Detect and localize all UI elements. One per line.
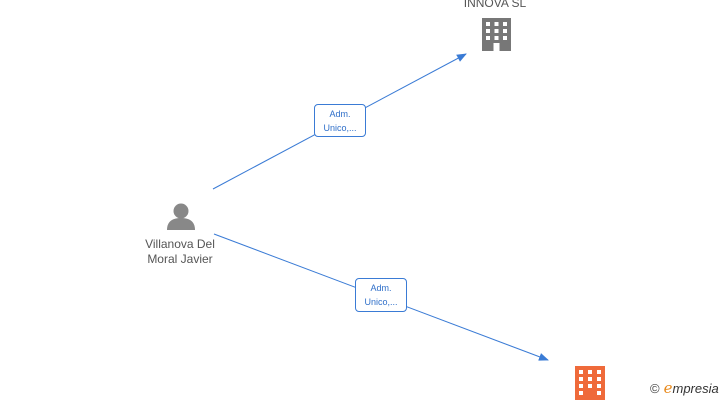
person-icon[interactable] xyxy=(167,203,195,231)
person-label[interactable]: Villanova Del Moral Javier xyxy=(120,237,240,267)
edge-label-top[interactable]: Adm. Unico,... xyxy=(314,104,366,137)
building-icon[interactable] xyxy=(575,366,605,400)
person-label-line1: Villanova Del xyxy=(145,237,215,251)
building-icon[interactable] xyxy=(482,18,511,51)
edge-label-line2: Unico,... xyxy=(364,297,398,307)
company-label-top[interactable]: INNOVA SL xyxy=(463,0,527,10)
empresia-watermark: ©empresia xyxy=(650,379,719,397)
edge-label-bottom[interactable]: Adm. Unico,... xyxy=(355,278,407,312)
edge-label-line2: Unico,... xyxy=(323,123,357,133)
edge-label-line1: Adm. xyxy=(370,283,392,293)
person-label-line2: Moral Javier xyxy=(147,252,213,266)
brand-initial: e xyxy=(663,379,673,397)
edge-label-line1: Adm. xyxy=(329,109,351,119)
brand-name: mpresia xyxy=(672,381,719,396)
copyright-symbol: © xyxy=(650,381,660,396)
